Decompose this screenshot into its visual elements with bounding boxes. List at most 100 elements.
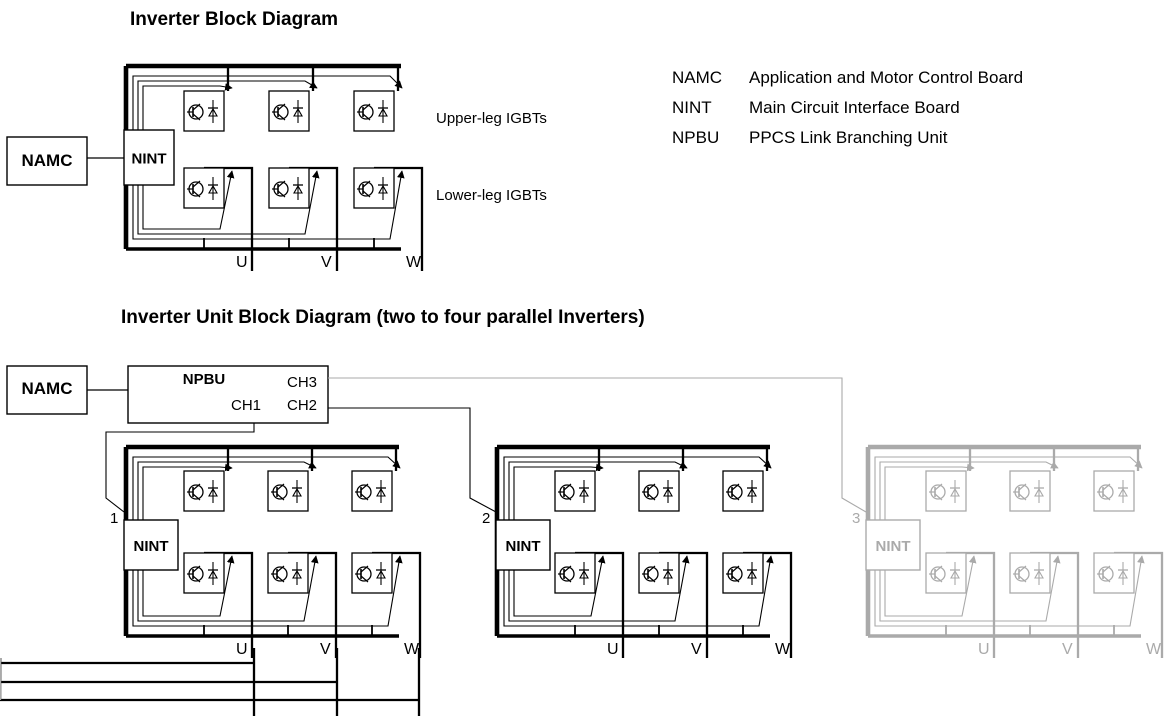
- namc-board-top: [6, 136, 88, 186]
- igbt-module: [268, 90, 310, 132]
- igbt-module-box: [183, 552, 225, 594]
- transistor-collector: [277, 180, 286, 188]
- channel-label: CH3: [287, 374, 317, 391]
- lower-igbt-label: Lower-leg IGBTs: [436, 187, 547, 204]
- igbt-module: [183, 470, 225, 512]
- phase-label: U: [236, 641, 248, 658]
- igbt-module: [554, 552, 596, 594]
- igbt-module: [925, 552, 967, 594]
- transistor-emitter: [360, 575, 369, 583]
- transistor-collector: [647, 483, 656, 491]
- transistor-collector: [360, 483, 369, 491]
- transistor-emitter: [647, 575, 656, 583]
- transistor-emitter: [192, 575, 201, 583]
- transistor-emitter: [1018, 493, 1027, 501]
- igbt-module-box: [925, 470, 967, 512]
- phase-label: V: [691, 641, 702, 658]
- legend-row-npbu: NPBU PPCS Link Branching Unit: [672, 123, 1023, 153]
- nint-label: NINT: [132, 151, 167, 168]
- igbt-module: [353, 167, 395, 209]
- igbt-module: [267, 470, 309, 512]
- igbt-module: [183, 167, 225, 209]
- inverter-number: 1: [110, 510, 118, 527]
- phase-label: V: [321, 254, 332, 271]
- nint-label: NINT: [506, 538, 541, 555]
- igbt-module-box: [1009, 470, 1051, 512]
- igbt-module-box: [353, 90, 395, 132]
- transistor-emitter: [276, 575, 285, 583]
- transistor-emitter: [277, 190, 286, 198]
- igbt-module-box: [268, 90, 310, 132]
- igbt-module: [183, 90, 225, 132]
- transistor-emitter: [276, 493, 285, 501]
- namc-label: NAMC: [22, 151, 73, 170]
- igbt-module-box: [638, 470, 680, 512]
- transistor-emitter: [192, 113, 201, 121]
- legend-code: NAMC: [672, 68, 723, 87]
- transistor-emitter: [1102, 575, 1111, 583]
- igbt-module: [554, 470, 596, 512]
- transistor-collector: [1102, 565, 1111, 573]
- phase-label: W: [1146, 641, 1162, 658]
- transistor-emitter: [934, 493, 943, 501]
- phase-label: U: [236, 254, 248, 271]
- transistor-collector: [1018, 483, 1027, 491]
- namc-board-bottom: [6, 365, 88, 415]
- top-diagram-title: Inverter Block Diagram: [130, 9, 339, 30]
- nint-board: [123, 519, 179, 571]
- transistor-collector: [276, 565, 285, 573]
- transistor-collector: [192, 103, 201, 111]
- igbt-module-box: [1093, 552, 1135, 594]
- transistor-collector: [192, 565, 201, 573]
- igbt-module-box: [1093, 470, 1135, 512]
- igbt-module-box: [554, 470, 596, 512]
- inverter-number: 2: [482, 510, 490, 527]
- igbt-module-box: [554, 552, 596, 594]
- igbt-module-box: [183, 167, 225, 209]
- transistor-collector: [1018, 565, 1027, 573]
- transistor-collector: [934, 483, 943, 491]
- igbt-module-box: [925, 552, 967, 594]
- transistor-emitter: [277, 113, 286, 121]
- transistor-emitter: [731, 493, 740, 501]
- igbt-module: [638, 470, 680, 512]
- transistor-emitter: [1018, 575, 1027, 583]
- igbt-module: [1093, 470, 1135, 512]
- igbt-module: [268, 167, 310, 209]
- inverter-number: 3: [852, 510, 860, 527]
- nint-board: [495, 519, 551, 571]
- igbt-module-box: [722, 552, 764, 594]
- igbt-module: [722, 470, 764, 512]
- transistor-collector: [563, 565, 572, 573]
- transistor-collector: [647, 565, 656, 573]
- legend-label: Main Circuit Interface Board: [749, 98, 960, 117]
- upper-igbt-label: Upper-leg IGBTs: [436, 110, 547, 127]
- phase-label: U: [607, 641, 619, 658]
- igbt-module: [1093, 552, 1135, 594]
- legend-row-namc: NAMC Application and Motor Control Board: [672, 63, 1023, 93]
- channel-label: CH2: [287, 397, 317, 414]
- transistor-collector: [362, 180, 371, 188]
- nint-board: [865, 519, 921, 571]
- phase-label: W: [775, 641, 791, 658]
- igbt-module-box: [267, 552, 309, 594]
- npbu-board: [127, 365, 329, 424]
- igbt-module-box: [351, 552, 393, 594]
- legend-code: NPBU: [672, 128, 720, 147]
- channel-label: CH1: [231, 397, 261, 414]
- igbt-module: [183, 552, 225, 594]
- phase-label: V: [320, 641, 331, 658]
- igbt-module: [351, 470, 393, 512]
- transistor-collector: [192, 180, 201, 188]
- transistor-emitter: [362, 113, 371, 121]
- transistor-emitter: [647, 493, 656, 501]
- igbt-module: [638, 552, 680, 594]
- igbt-module-box: [267, 470, 309, 512]
- transistor-collector: [731, 565, 740, 573]
- namc-label: NAMC: [22, 379, 73, 398]
- transistor-emitter: [1102, 493, 1111, 501]
